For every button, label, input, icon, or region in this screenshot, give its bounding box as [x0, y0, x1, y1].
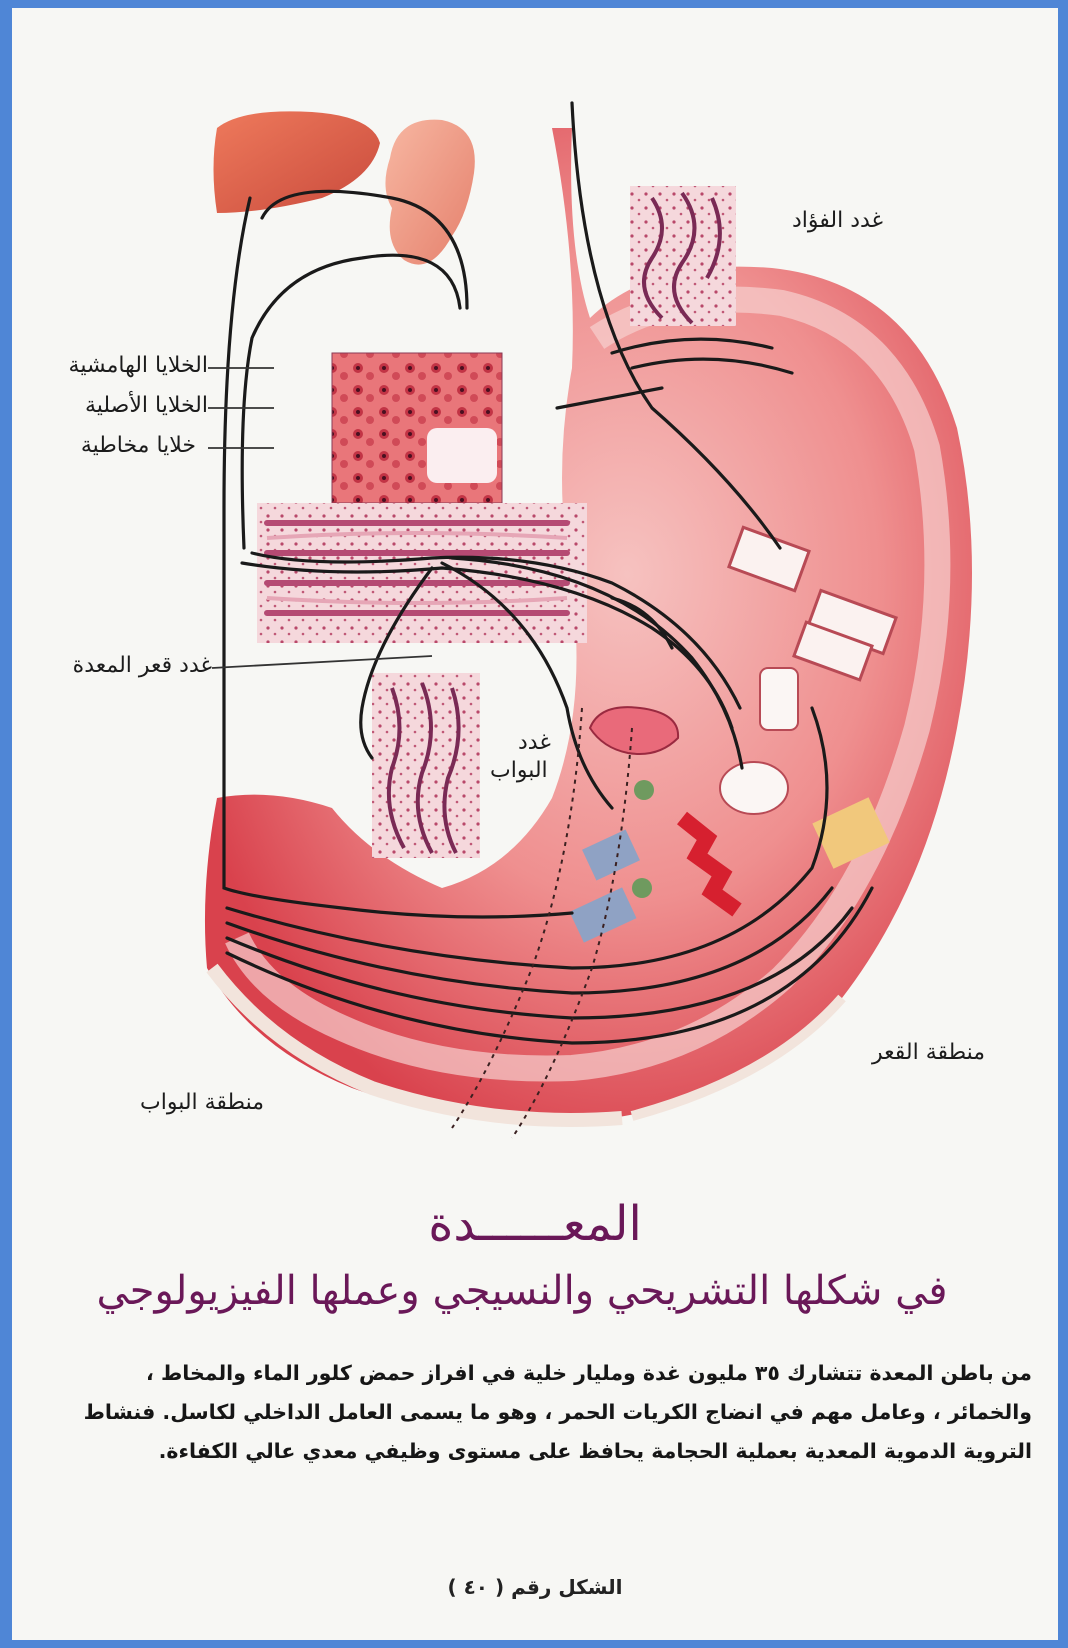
label-pyloric-glands-line1: غدد [518, 730, 551, 755]
pancreas-shape [385, 120, 474, 265]
figure-caption: الشكل رقم ( ٤٠ ) [12, 1575, 1058, 1599]
label-cardia-glands: غدد الفؤاد [792, 208, 883, 233]
label-pyloric-glands-line2: البواب [490, 758, 548, 783]
body-paragraph: من باطن المعدة تتشارك ٣٥ مليون غدة ومليا… [72, 1354, 1032, 1471]
label-parietal-cells: الخلايا الهامشية [30, 353, 208, 378]
page-title: المعــــــدة [12, 1196, 1058, 1252]
label-pylorus-region: منطقة البواب [140, 1090, 264, 1115]
label-fundus-region: منطقة القعر [872, 1040, 985, 1065]
liver-shape [214, 111, 381, 213]
label-mucous-cells: خلايا مخاطية [30, 433, 196, 458]
page: غدد الفؤاد الخلايا الهامشية الخلايا الأص… [12, 8, 1058, 1640]
page-subtitle: في شكلها التشريحي والنسيجي وعملها الفيزي… [32, 1268, 1012, 1314]
cardia-gland-inset [630, 186, 736, 326]
label-chief-cells: الخلايا الأصلية [30, 393, 208, 418]
label-fundic-glands: غدد قعر المعدة [30, 653, 212, 678]
stomach-illustration [12, 8, 1058, 1188]
